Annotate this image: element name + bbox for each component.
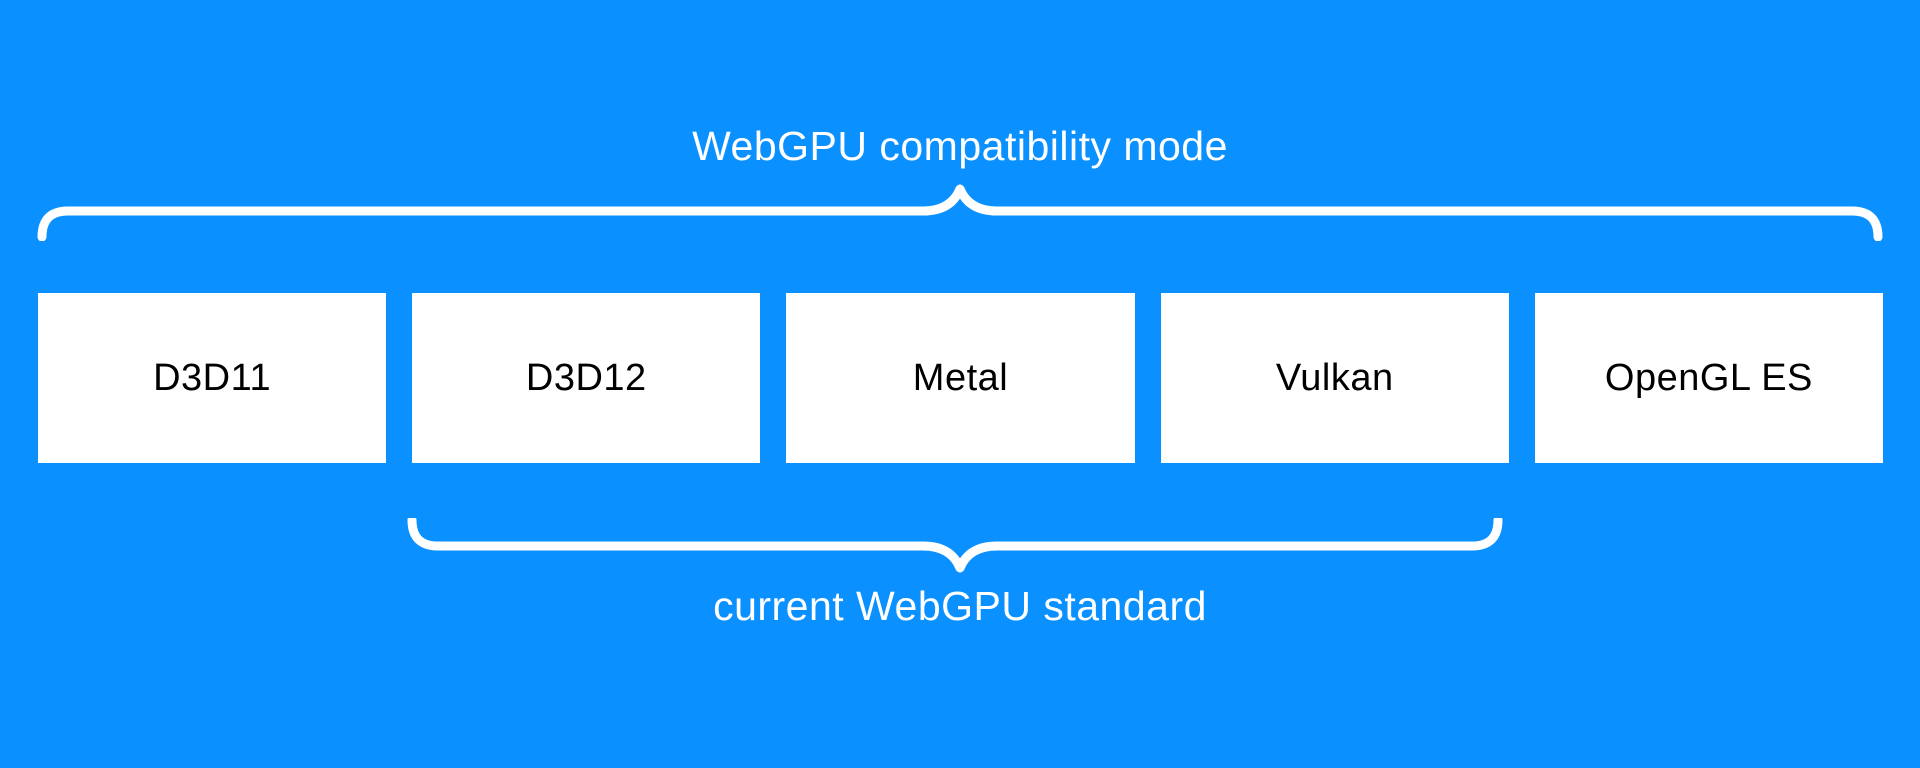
platform-label: Vulkan [1275,356,1394,399]
platform-box-vulkan: Vulkan [1160,293,1509,463]
platform-label: D3D11 [153,356,272,399]
top-brace [37,184,1883,241]
platform-boxes-row: D3D11 D3D12 Metal Vulkan OpenGL ES [38,293,1884,463]
bottom-brace [407,518,1503,573]
current-standard-caption: current WebGPU standard [713,583,1207,629]
platform-box-metal: Metal [786,293,1135,463]
compatibility-mode-caption: WebGPU compatibility mode [692,123,1228,169]
platform-label: D3D12 [525,356,647,399]
platform-label: OpenGL ES [1604,356,1813,399]
platform-label: Metal [912,356,1009,399]
platform-box-d3d11: D3D11 [38,293,387,463]
platform-box-d3d12: D3D12 [412,293,761,463]
platform-box-opengl-es: OpenGL ES [1534,293,1884,463]
